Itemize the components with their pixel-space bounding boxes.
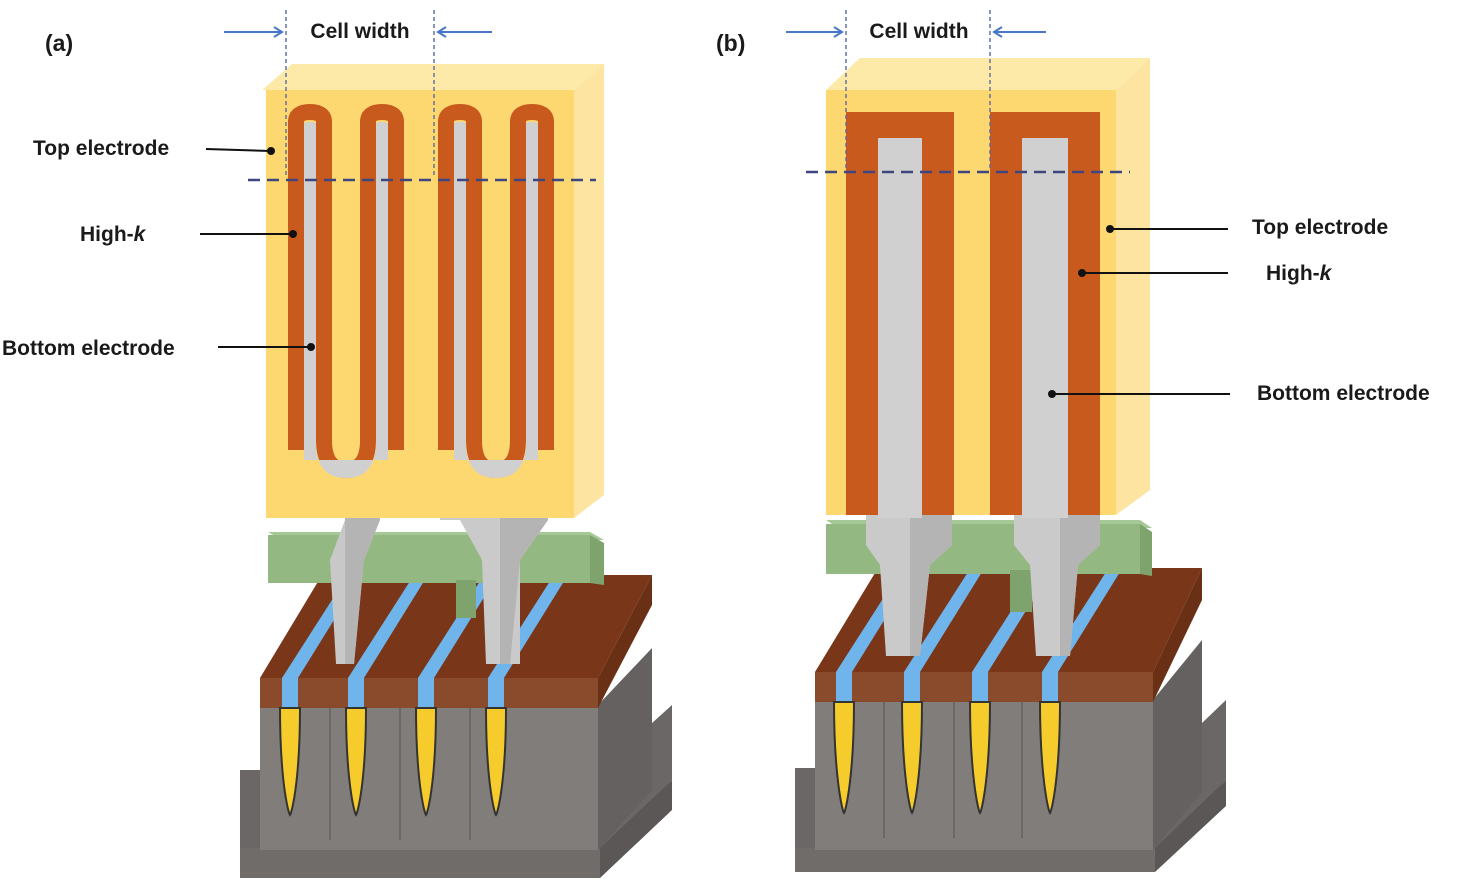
bottom-electrode-a <box>304 122 538 478</box>
label-top-electrode-b: Top electrode <box>1106 216 1388 239</box>
label-high-k-b: High-k <box>1078 262 1333 285</box>
plug-b <box>866 500 1100 656</box>
substrate-b <box>795 568 1226 872</box>
svg-text:Top electrode: Top electrode <box>1252 216 1388 239</box>
label-top-electrode-a: Top electrode <box>33 137 275 160</box>
svg-text:High-k: High-k <box>80 223 147 246</box>
panel-b: Cell width (b) Top electrode High-k Bott… <box>716 10 1430 872</box>
label-bottom-electrode-b: Bottom electrode <box>1048 382 1430 405</box>
panel-label-a: (a) <box>45 30 73 56</box>
bottom-electrode-b <box>878 138 1068 518</box>
panel-label-b: (b) <box>716 30 745 56</box>
cell-width-label: Cell width <box>869 20 968 43</box>
substrate-a <box>240 575 672 878</box>
cell-width-dimension-a: Cell width <box>224 10 492 175</box>
cell-width-label: Cell width <box>310 20 409 43</box>
cell-width-dimension-b: Cell width <box>786 10 1046 170</box>
panel-a: Cell width (a) Top electrode High-k Bott… <box>2 10 672 878</box>
svg-text:Bottom electrode: Bottom electrode <box>1257 382 1430 405</box>
svg-text:High-k: High-k <box>1266 262 1333 285</box>
label-high-k-a: High-k <box>80 223 297 246</box>
svg-text:Bottom electrode: Bottom electrode <box>2 337 175 360</box>
label-bottom-electrode-a: Bottom electrode <box>2 337 315 360</box>
svg-text:Top electrode: Top electrode <box>33 137 169 160</box>
